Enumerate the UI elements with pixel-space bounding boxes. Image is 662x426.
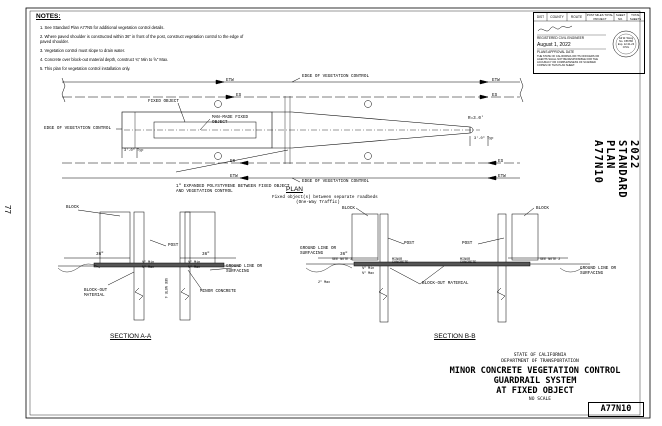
radius-label: R=3.0'	[468, 116, 484, 121]
notes-title: NOTES:	[36, 13, 61, 20]
tb-date: August 1, 2022	[537, 42, 571, 48]
es-label-2: ES	[492, 93, 498, 98]
agency-line-1: STATE OF CALIFORNIA	[513, 353, 567, 358]
aa-max-1: ⅝" Max	[142, 266, 155, 270]
title-line-3: AT FIXED OBJECT	[496, 386, 574, 396]
bb-dim: 36"	[340, 252, 348, 257]
foam-note: 1" EXPANDED POLYSTYRENE BETWEEN FIXED OB…	[176, 184, 290, 194]
bb-blockout-label: BLOCK-OUT MATERIAL	[422, 281, 469, 286]
tb-header-county: COUNTY	[550, 15, 564, 19]
aa-min-1: ¾" Min	[142, 261, 155, 265]
tb-header-total: TOTAL SHEETS	[629, 13, 642, 21]
agency-line-2: DEPARTMENT OF TRANSPORTATION	[501, 359, 579, 364]
dim-left-label: 3'-0" Typ	[124, 149, 144, 153]
bb-dim-small: 2" Max	[318, 281, 331, 285]
engineer-seal: Gil W. Wong No. C56786 Exp. 12-31-23 CIV…	[617, 37, 635, 49]
es-label-4: ES	[498, 159, 504, 164]
bb-max: ⅝" Max	[362, 272, 375, 276]
title-line-1: MINOR CONCRETE VEGETATION CONTROL	[449, 366, 621, 376]
note-2: 2. Where paved shoulder is constructed w…	[40, 34, 244, 44]
aa-dim-right: 36"	[202, 252, 210, 257]
es-label-1: ES	[236, 93, 242, 98]
bb-post-left: POST	[404, 241, 415, 246]
note-4: 4. Concrete over block-out material dept…	[40, 57, 169, 62]
tb-header-sheet: SHEET NO.	[615, 13, 626, 21]
section-aa-title: SECTION A-A	[110, 333, 152, 340]
etw-label-3: ETW	[230, 174, 238, 179]
bb-minor-conc-left: MINOR CONCRETE	[392, 258, 409, 266]
edge-veg-label-left: EDGE OF VEGETATION CONTROL	[44, 126, 112, 131]
aa-dim-left: 36"	[96, 252, 104, 257]
plan-subtitle-1: Fixed object(s) between separate roadbed…	[272, 195, 378, 200]
aa-max-2: ⅝" Max	[188, 266, 201, 270]
bb-post-right: POST	[462, 241, 473, 246]
etw-label-1: ETW	[226, 78, 234, 83]
bb-see-note2-left: SEE NOTE 2	[332, 258, 353, 262]
tb-disclaimer: THE STATE OF CALIFORNIA OR ITS OFFICERS …	[537, 55, 600, 67]
tb-header-postmiles: POST MILES TOTAL PROJECT	[586, 13, 614, 21]
es-label-3: ES	[230, 159, 236, 164]
aa-post-label: POST	[168, 243, 179, 248]
tb-engineer-label: REGISTERED CIVIL ENGINEER	[537, 36, 584, 40]
title-block: DIST COUNTY ROUTE POST MILES TOTAL PROJE…	[533, 12, 645, 74]
title-block-grid	[534, 13, 644, 58]
bb-minor-conc-right: MINOR CONCRETE	[460, 258, 477, 266]
title-line-2: GUARDRAIL SYSTEM	[493, 376, 577, 386]
aa-ground-label: GROUND LINE OR SURFACING	[226, 264, 263, 274]
plan-subtitle-2: (One-Way Traffic)	[296, 200, 340, 205]
tb-header-route: ROUTE	[570, 15, 583, 19]
tb-header-dist: DIST	[536, 15, 545, 19]
note-1: 1. See Standard Plan A77N5 for additiona…	[40, 25, 165, 30]
standard-plan-label: 2022 STANDARD PLAN A77N10	[592, 140, 640, 199]
edge-veg-label-top: EDGE OF VEGETATION CONTROL	[302, 74, 370, 79]
note-3: 3. Vegetation control must slope to drai…	[40, 48, 126, 53]
section-bb-title: SECTION B-B	[434, 333, 476, 340]
edge-veg-label-bottom: EDGE OF VEGETATION CONTROL	[302, 179, 370, 184]
tb-approval-label: PLANS APPROVAL DATE	[537, 50, 575, 54]
note-5: 5. This plan for vegetation control inst…	[40, 66, 131, 71]
bb-block-left: BLOCK	[342, 206, 355, 211]
dim-right-label: 3'-0" Typ	[474, 137, 494, 141]
etw-label-2: ETW	[492, 78, 500, 83]
plan-title: PLAN	[286, 186, 303, 193]
aa-minor-concrete-label: MINOR CONCRETE	[200, 289, 237, 294]
fixed-object-label: FIXED OBJECT	[148, 99, 179, 104]
bb-ground-right: GROUND LINE OR SURFACING	[580, 266, 617, 276]
manmade-object-label: MAN-MADE FIXED OBJECT	[212, 115, 249, 125]
scale-note: NO SCALE	[528, 397, 552, 402]
sheet-number: A77N10	[588, 402, 644, 417]
page-number: 77	[3, 205, 12, 214]
aa-blockout-label: BLOCK-OUT MATERIAL	[84, 288, 108, 298]
aa-block-label: BLOCK	[66, 205, 79, 210]
aa-min-2: ¾" Min	[188, 261, 201, 265]
bb-block-right: BLOCK	[536, 206, 549, 211]
bb-see-note2-right: SEE NOTE 2	[540, 258, 561, 262]
bb-min: ¾" Min	[362, 267, 375, 271]
bb-ground-left: GROUND LINE OR SURFACING	[300, 246, 337, 256]
etw-label-4: ETW	[498, 174, 506, 179]
